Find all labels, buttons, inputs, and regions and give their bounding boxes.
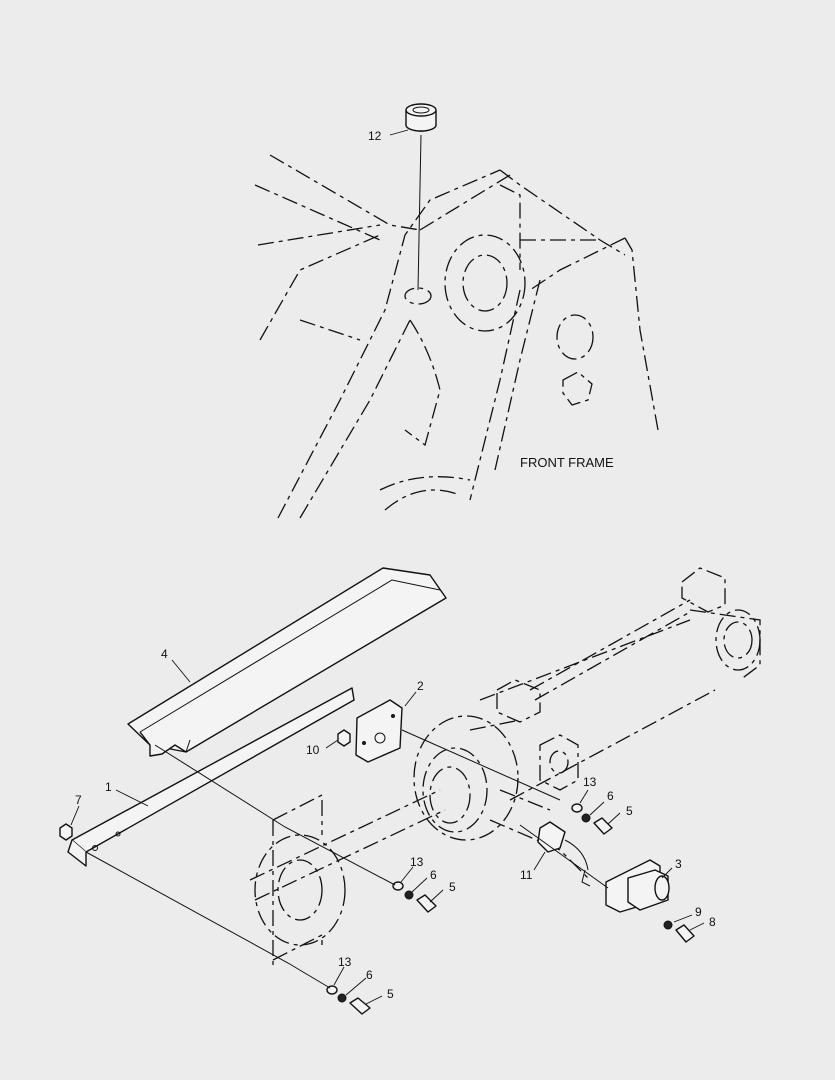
alignment-lines [85,729,609,989]
part-7-nut [59,823,73,841]
front-frame-phantom [254,154,659,519]
callout-6-a: 6 [607,789,614,803]
callout-13-c: 13 [338,955,352,969]
callout-3: 3 [675,857,682,871]
part-3-sensor [605,859,670,913]
callout-7: 7 [75,793,82,807]
hardware-set-c [326,985,371,1015]
part-10-nut [337,729,351,747]
cylinder-phantom [249,567,761,970]
hardware-set-d [663,920,695,943]
callout-13-a: 13 [583,775,597,789]
leader-lines [70,129,705,1005]
part-11-switch [537,821,591,887]
part-12-bushing [405,103,437,291]
callout-6-c: 6 [366,968,373,982]
callout-5-a: 5 [626,804,633,818]
part-1-angle-bar [67,687,355,867]
hardware-set-b [392,881,437,913]
callout-1: 1 [105,780,112,794]
part-2-plate [355,699,403,763]
callout-12: 12 [368,129,382,143]
callout-13-b: 13 [410,855,424,869]
hardware-set-a [571,803,613,835]
callout-5-c: 5 [387,987,394,1001]
callout-5-b: 5 [449,880,456,894]
callout-6-b: 6 [430,868,437,882]
callout-11: 11 [520,868,533,882]
callout-8: 8 [709,915,716,929]
callout-4: 4 [161,647,168,661]
part-4-cover [127,567,447,757]
front-frame-label: FRONT FRAME [520,455,614,470]
callout-9: 9 [695,905,702,919]
callout-10: 10 [306,743,320,757]
callout-2: 2 [417,679,424,693]
